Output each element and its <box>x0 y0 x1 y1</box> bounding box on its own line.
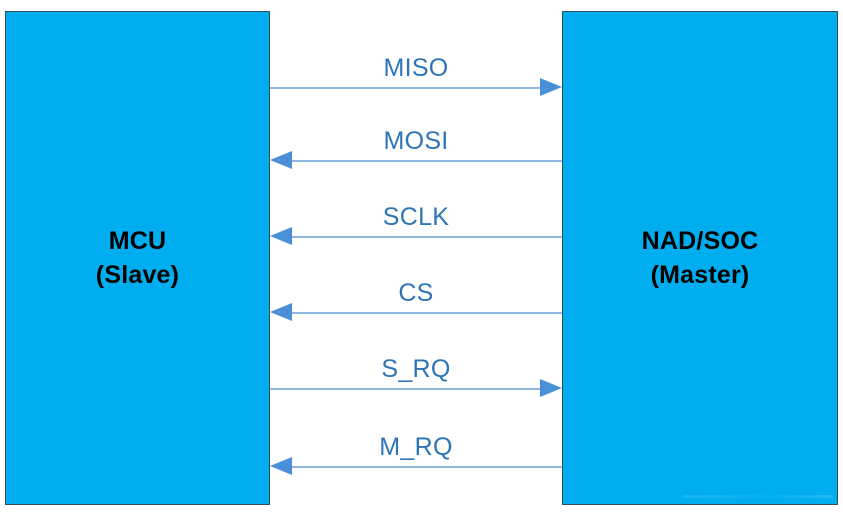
signal-mosi-line <box>292 160 562 162</box>
signal-sclk-line <box>292 236 562 238</box>
signal-cs-label: CS <box>398 279 434 307</box>
signal-m-rq-line <box>292 466 562 468</box>
node-mcu: MCU (Slave) <box>5 11 270 505</box>
signal-s-rq-line <box>270 388 540 390</box>
node-nad-soc: NAD/SOC (Master) <box>562 11 838 505</box>
signal-miso-line <box>270 87 540 89</box>
arrow-left-icon <box>270 151 292 169</box>
arrow-left-icon <box>270 457 292 475</box>
node-nad-soc-role: (Master) <box>650 261 750 289</box>
arrow-left-icon <box>270 227 292 245</box>
signal-sclk-label: SCLK <box>382 203 450 231</box>
arrow-left-icon <box>270 303 292 321</box>
arrow-right-icon <box>540 78 562 96</box>
signal-cs-line <box>292 312 562 314</box>
node-mcu-role: (Slave) <box>95 261 180 289</box>
signal-mosi-label: MOSI <box>383 127 449 155</box>
compression-artifact <box>683 495 833 498</box>
signal-m-rq-label: M_RQ <box>379 433 453 461</box>
node-mcu-name: MCU <box>108 226 167 255</box>
arrow-right-icon <box>540 379 562 397</box>
signal-s-rq-label: S_RQ <box>381 355 451 383</box>
signal-miso-label: MISO <box>383 54 449 82</box>
node-nad-soc-name: NAD/SOC <box>641 226 759 255</box>
